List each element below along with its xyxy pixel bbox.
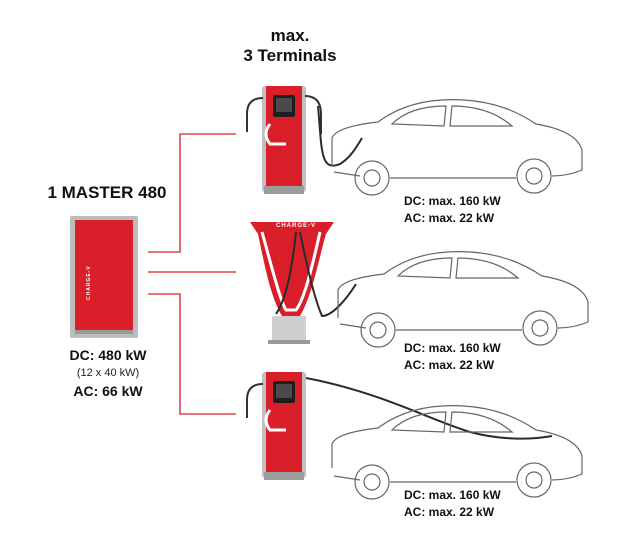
- cable-2b: [299, 231, 357, 318]
- terminal-3-dc: DC: max. 160 kW: [404, 488, 501, 502]
- cable-2a: [275, 231, 297, 315]
- master-dc-detail: (12 x 40 kW): [76, 367, 140, 379]
- cable-1: [317, 105, 363, 167]
- connector-line-bottom: [148, 293, 236, 415]
- terminal-1-ac: AC: max. 22 kW: [404, 211, 495, 225]
- car-2: [337, 251, 589, 348]
- master-cabinet: [70, 216, 138, 338]
- master-title: 1 MASTER 480: [47, 183, 167, 202]
- terminals-title-line-2: 3 Terminals: [243, 46, 337, 65]
- terminal-2-dc: DC: max. 160 kW: [404, 341, 501, 355]
- master-brand-label: CHARGE-V: [86, 265, 92, 300]
- terminal-2-specs: DC: max. 160 kW AC: max. 22 kW: [404, 340, 501, 374]
- terminals-title: max. 3 Terminals: [228, 26, 352, 66]
- terminals-title-line-1: max.: [270, 26, 310, 45]
- cable-3: [305, 377, 553, 440]
- terminal-2-ac: AC: max. 22 kW: [404, 358, 495, 372]
- terminal-1: [246, 86, 322, 194]
- connector-lines: [148, 133, 236, 415]
- connector-line-top: [148, 133, 236, 253]
- terminal-2: [250, 222, 334, 344]
- master-specs: DC: 480 kW (12 x 40 kW) AC: 66 kW: [52, 346, 164, 400]
- master-dc-power: DC: 480 kW: [69, 347, 147, 363]
- car-1: [331, 99, 583, 196]
- terminal-1-dc: DC: max. 160 kW: [404, 194, 501, 208]
- terminal-1-specs: DC: max. 160 kW AC: max. 22 kW: [404, 193, 501, 227]
- terminal-2-brand-label: CHARGE-V: [276, 223, 317, 229]
- terminal-3-specs: DC: max. 160 kW AC: max. 22 kW: [404, 487, 501, 521]
- car-3: [331, 405, 583, 500]
- terminal-3: [246, 372, 306, 480]
- terminal-3-ac: AC: max. 22 kW: [404, 505, 495, 519]
- master-ac-power: AC: 66 kW: [73, 383, 143, 399]
